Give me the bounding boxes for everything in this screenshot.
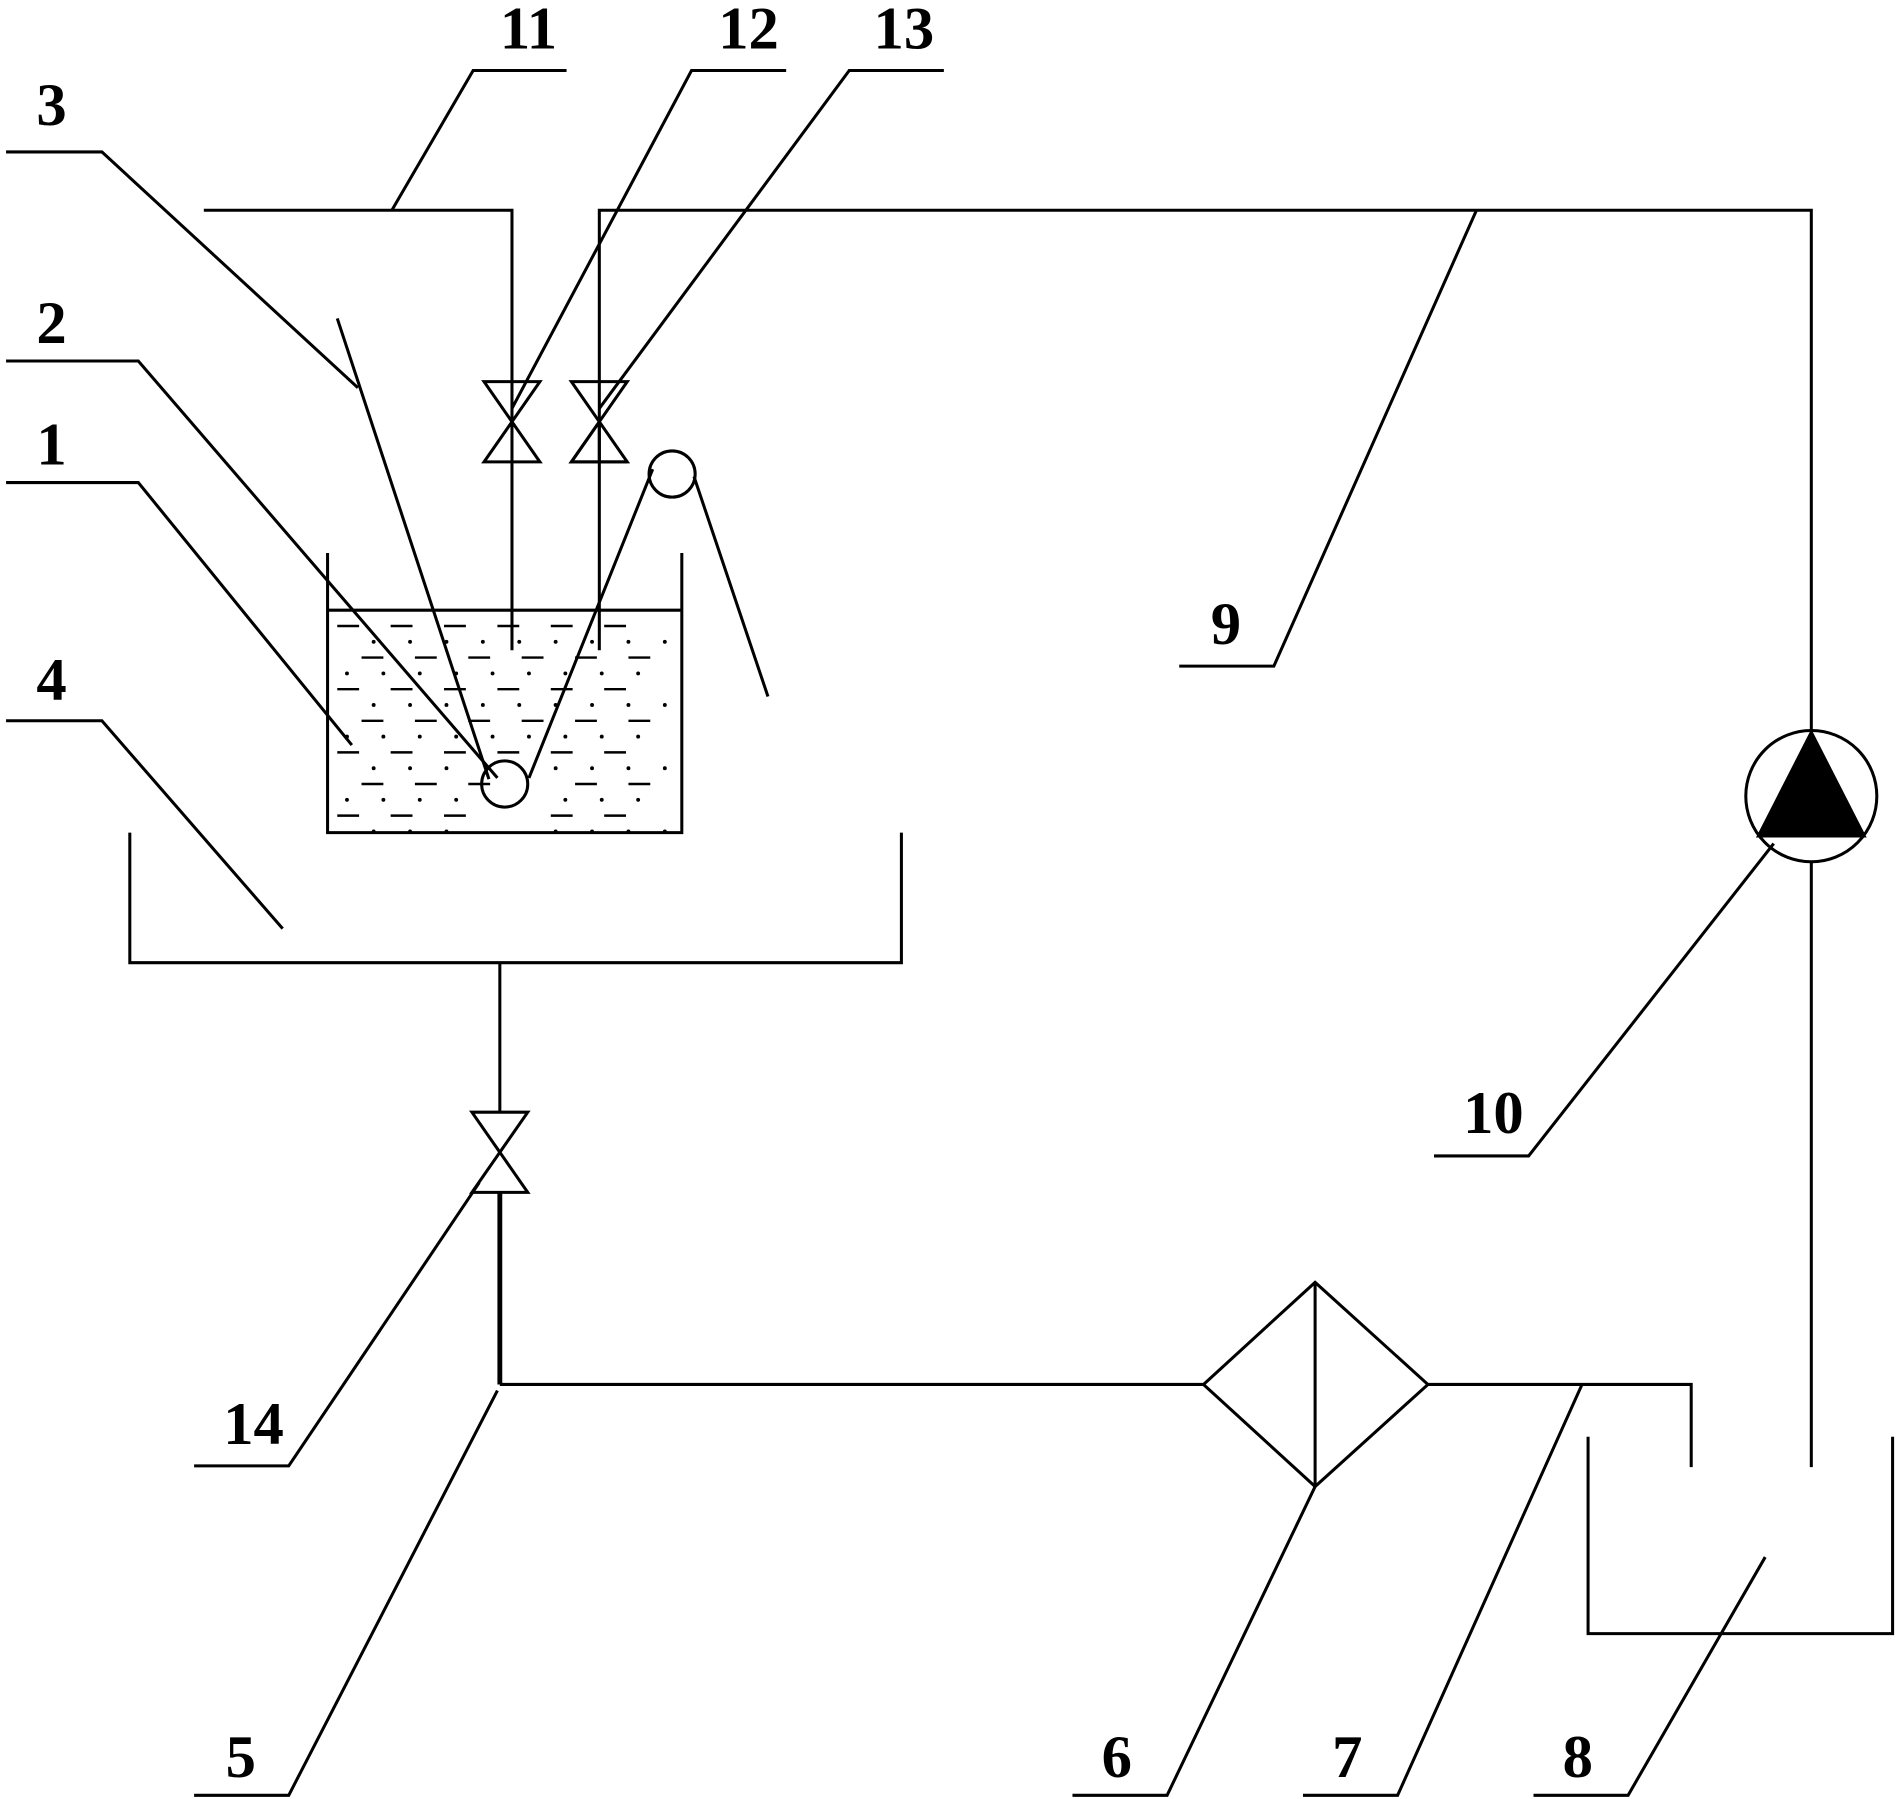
liquid-dot [417,797,422,802]
liquid-dot [590,703,594,707]
valve-14 [469,1110,531,1194]
label-11: 11 [500,0,557,63]
liquid-dot [590,829,594,834]
liquid-dot [626,639,631,644]
label-14: 14 [223,1391,284,1458]
filter-6 [1201,1280,1431,1489]
liquid-dot [599,734,604,739]
liquid-dot [636,797,641,802]
label-12: 12 [718,0,779,63]
reservoir-8 [1586,1436,1895,1636]
liquid-dot [563,797,568,802]
valve-12 [481,380,543,464]
liquid-dot [563,734,568,739]
valve-13 [568,380,631,464]
liquid-dot [662,639,667,644]
film-in [335,317,491,780]
lower-roller [480,759,530,809]
liquid-dot [371,703,376,707]
liquid-dot [454,797,459,802]
liquid-dot [626,766,631,771]
liquid-dot [662,766,667,771]
liquid-dot [490,734,495,739]
label-9: 9 [1211,591,1241,658]
pipe-7 [1427,1382,1693,1468]
tank-inner [326,553,684,835]
liquid-dot [599,797,604,802]
liquid-dot [408,829,413,834]
label-4: 4 [36,647,66,714]
label-8: 8 [1563,1724,1593,1791]
label-5: 5 [226,1724,256,1791]
pipe-11-top [203,208,514,651]
liquid-dot [662,829,667,834]
liquid-dot [381,797,386,802]
liquid-dot [381,671,386,676]
liquid-dot [371,766,376,771]
film-up [527,468,655,779]
upper-roller [647,449,697,499]
liquid-dot [590,639,594,644]
label-7: 7 [1332,1724,1362,1791]
film-out [692,475,770,697]
liquid-dot [408,766,413,771]
liquid-dot [480,703,485,707]
liquid-dot [636,734,641,739]
liquid-pattern [337,624,667,834]
liquid-dot [381,734,386,739]
liquid-dot [626,703,631,707]
liquid-dot [417,671,422,676]
liquid-dot [527,734,531,739]
liquid-dot [599,671,604,676]
liquid-dot [626,829,631,834]
liquid-dot [527,671,531,676]
liquid-dot [553,829,558,834]
liquid-dot [662,703,667,707]
liquid-dot [444,766,449,771]
liquid-dot [590,766,594,771]
label-6: 6 [1102,1724,1132,1791]
liquid-dot [490,671,495,676]
liquid-dot [417,734,422,739]
pump-10 [1744,728,1879,864]
liquid-dot [517,703,522,707]
pipe-9-top [597,208,1813,730]
liquid-dot [345,671,349,676]
liquid-dot [480,639,485,644]
liquid-dot [563,671,568,676]
liquid-dot [345,797,349,802]
liquid-dot [553,766,558,771]
liquid-dot [553,639,558,644]
liquid-dot [408,703,413,707]
label-1: 1 [36,411,66,478]
liquid-dot [371,639,376,644]
label-13: 13 [874,0,935,63]
label-2: 2 [36,290,66,357]
liquid-dot [444,829,449,834]
liquid-dot [454,734,459,739]
tray-outer [128,832,903,965]
liquid-dot [517,639,522,644]
label-10: 10 [1463,1080,1524,1147]
leader-lines [6,68,1775,1797]
liquid-dot [636,671,641,676]
liquid-dot [371,829,376,834]
label-3: 3 [36,72,66,139]
liquid-dot [408,639,413,644]
liquid-dot [444,703,449,707]
